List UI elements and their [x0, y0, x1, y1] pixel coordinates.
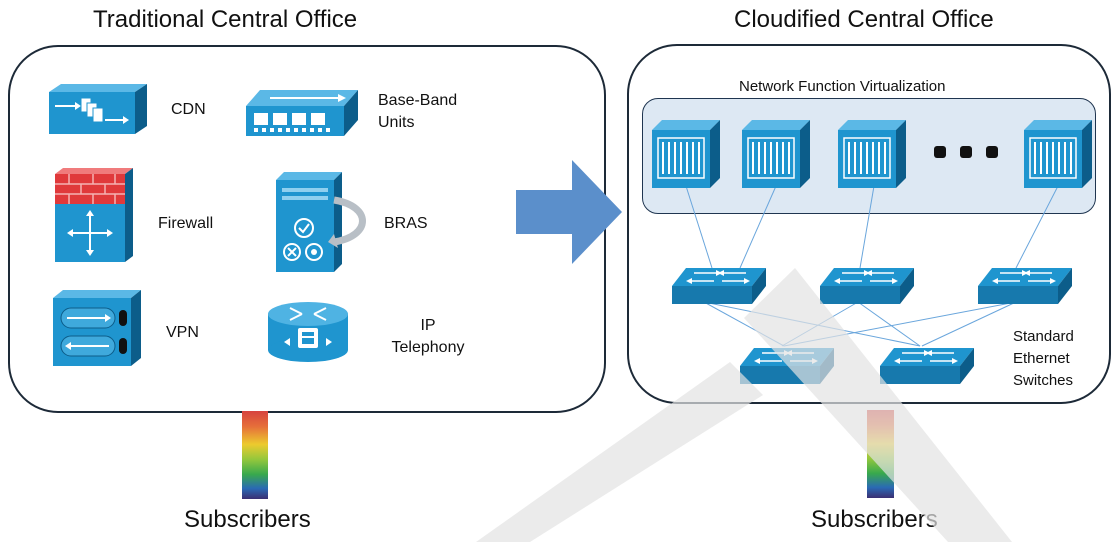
vnf-server-icon	[838, 120, 906, 188]
transform-arrow-icon	[516, 160, 622, 264]
vpn-icon	[53, 290, 141, 366]
vnf-server-icon	[742, 120, 810, 188]
subscribers-bar-left	[242, 411, 268, 499]
base-band-units-label: Base-Band Units	[378, 92, 458, 131]
bras-label: BRAS	[384, 215, 428, 232]
ellipsis-icon	[934, 146, 998, 158]
subscribers-label-left: Subscribers	[184, 506, 311, 533]
ethernet-switch-icon	[880, 348, 974, 384]
base-band-units-icon	[246, 90, 358, 136]
vnf-server-icon	[652, 120, 720, 188]
subscribers-bar-right	[867, 410, 894, 498]
ethernet-switch-icon	[672, 268, 766, 304]
cdn-icon	[49, 84, 147, 134]
ethernet-switch-icon	[820, 268, 914, 304]
bras-icon	[276, 172, 366, 272]
vnf-server-icon	[1024, 120, 1092, 188]
ip-telephony-icon	[268, 302, 348, 362]
ethernet-switch-icon	[978, 268, 1072, 304]
traditional-office-title: Traditional Central Office	[93, 6, 358, 33]
ethernet-switch-icon	[740, 348, 834, 384]
ip-telephony-label: IP Telephony	[391, 317, 465, 356]
cdn-label: CDN	[171, 101, 206, 118]
vpn-label: VPN	[166, 324, 199, 341]
subscribers-label-right: Subscribers	[811, 506, 938, 533]
firewall-label: Firewall	[158, 215, 214, 232]
switches-label: Standard Ethernet Switches	[1013, 328, 1074, 389]
cloudified-office-title: Cloudified Central Office	[734, 6, 994, 33]
nfv-label: Network Function Virtualization	[739, 78, 946, 95]
firewall-icon	[55, 168, 133, 262]
